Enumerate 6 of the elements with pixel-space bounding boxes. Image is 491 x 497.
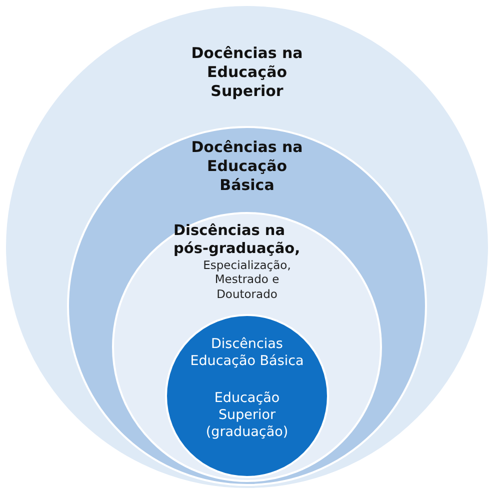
region-heading: Discências Educação Básica (189, 336, 305, 370)
region-text: Especialização, Mestrado e Doutorado (202, 258, 292, 302)
region-text: Educação Superior (graduação) (204, 390, 290, 441)
region-heading: Docências na Educação Superior (190, 44, 304, 100)
region-heading: Docências na Educação Básica (190, 138, 304, 194)
region-heading: Discências na pós-graduação, (174, 222, 302, 258)
